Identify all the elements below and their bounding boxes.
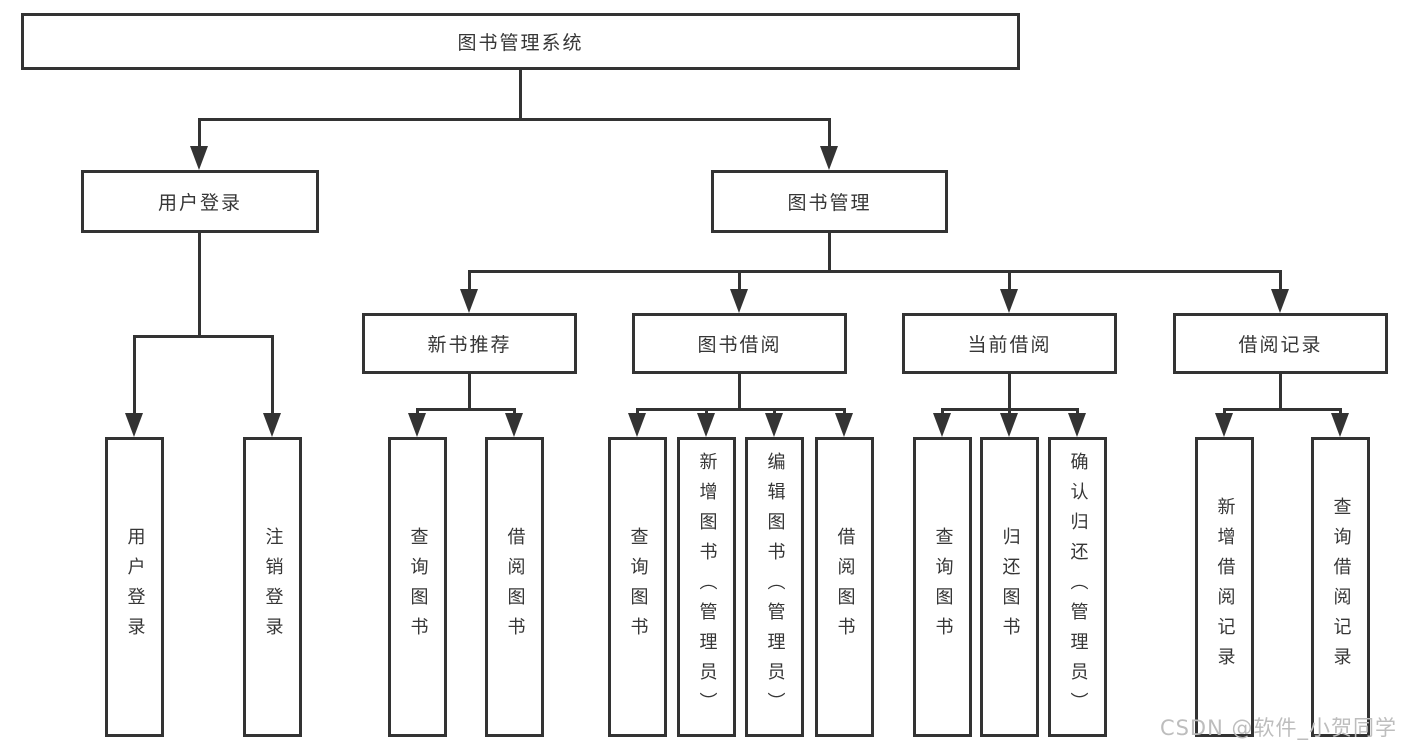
arrowhead-down-icon	[933, 413, 951, 437]
node-book-management: 图书管理	[711, 170, 948, 233]
connector-line	[828, 233, 831, 273]
connector-line	[738, 374, 741, 411]
connector-line	[198, 118, 201, 150]
leaf-query-books-recommend: 查询图书	[388, 437, 447, 737]
arrowhead-down-icon	[730, 289, 748, 313]
connector-line	[773, 408, 776, 416]
arrowhead-down-icon	[1331, 413, 1349, 437]
leaf-query-books-borrow: 查询图书	[608, 437, 667, 737]
leaf-edit-books-admin-label: 编辑图书（管理员）	[764, 452, 786, 722]
arrowhead-down-icon	[820, 146, 838, 170]
leaf-query-books-current: 查询图书	[913, 437, 972, 737]
connector-line	[828, 118, 831, 150]
leaf-query-books-current-label: 查询图书	[932, 527, 954, 647]
connector-line	[519, 70, 522, 121]
node-new-book-recommend: 新书推荐	[362, 313, 577, 374]
leaf-borrow-books: 借阅图书	[815, 437, 874, 737]
connector-line	[1279, 270, 1282, 292]
connector-line	[636, 408, 846, 411]
node-root-label: 图书管理系统	[457, 32, 584, 54]
leaf-query-books-borrow-label: 查询图书	[627, 527, 649, 647]
arrowhead-down-icon	[697, 413, 715, 437]
leaf-borrow-books-recommend-label: 借阅图书	[504, 527, 526, 647]
connector-line	[468, 270, 1282, 273]
connector-line	[198, 118, 831, 121]
leaf-query-borrow-record-label: 查询借阅记录	[1330, 497, 1352, 677]
leaf-return-books-label: 归还图书	[999, 527, 1021, 647]
leaf-return-books: 归还图书	[980, 437, 1039, 737]
leaf-borrow-books-label: 借阅图书	[834, 527, 856, 647]
arrowhead-down-icon	[190, 146, 208, 170]
node-root: 图书管理系统	[21, 13, 1020, 70]
arrowhead-down-icon	[1215, 413, 1233, 437]
leaf-add-books-admin: 新增图书（管理员）	[677, 437, 736, 737]
connector-line	[271, 335, 274, 417]
node-current-borrow-label: 当前借阅	[967, 334, 1052, 356]
connector-line	[133, 335, 136, 417]
node-user-login-label: 用户登录	[157, 192, 242, 214]
node-user-login: 用户登录	[81, 170, 319, 233]
watermark: CSDN @软件_小贺同学	[1159, 716, 1397, 740]
connector-line	[1223, 408, 1342, 411]
leaf-add-borrow-record: 新增借阅记录	[1195, 437, 1254, 737]
leaf-confirm-return-admin-label: 确认归还（管理员）	[1067, 452, 1089, 722]
connector-line	[738, 270, 741, 292]
node-new-book-recommend-label: 新书推荐	[427, 334, 512, 356]
connector-line	[513, 408, 516, 416]
connector-line	[133, 335, 274, 338]
connector-line	[1339, 408, 1342, 416]
connector-line	[198, 233, 201, 338]
leaf-add-borrow-record-label: 新增借阅记录	[1214, 497, 1236, 677]
connector-line	[416, 408, 419, 416]
node-current-borrow: 当前借阅	[902, 313, 1117, 374]
arrowhead-down-icon	[1068, 413, 1086, 437]
connector-line	[1279, 374, 1282, 411]
connector-line	[468, 374, 471, 411]
node-borrow-records: 借阅记录	[1173, 313, 1388, 374]
node-book-management-label: 图书管理	[787, 192, 872, 214]
leaf-confirm-return-admin: 确认归还（管理员）	[1048, 437, 1107, 737]
leaf-add-books-admin-label: 新增图书（管理员）	[696, 452, 718, 722]
arrowhead-down-icon	[1271, 289, 1289, 313]
leaf-query-borrow-record: 查询借阅记录	[1311, 437, 1370, 737]
node-book-borrow: 图书借阅	[632, 313, 847, 374]
arrowhead-down-icon	[125, 413, 143, 437]
connector-line	[843, 408, 846, 416]
connector-line	[941, 408, 944, 416]
arrowhead-down-icon	[835, 413, 853, 437]
arrowhead-down-icon	[1000, 289, 1018, 313]
node-borrow-records-label: 借阅记录	[1238, 334, 1323, 356]
arrowhead-down-icon	[408, 413, 426, 437]
connector-line	[468, 270, 471, 292]
leaf-query-books-recommend-label: 查询图书	[407, 527, 429, 647]
leaf-edit-books-admin: 编辑图书（管理员）	[745, 437, 804, 737]
leaf-logout: 注销登录	[243, 437, 302, 737]
connector-line	[1223, 408, 1226, 416]
arrowhead-down-icon	[765, 413, 783, 437]
arrowhead-down-icon	[1000, 413, 1018, 437]
connector-line	[416, 408, 516, 411]
connector-line	[705, 408, 708, 416]
arrowhead-down-icon	[628, 413, 646, 437]
node-book-borrow-label: 图书借阅	[697, 334, 782, 356]
arrowhead-down-icon	[460, 289, 478, 313]
connector-line	[1008, 408, 1011, 416]
leaf-user-login-label: 用户登录	[124, 527, 146, 647]
connector-line	[1076, 408, 1079, 416]
leaf-logout-label: 注销登录	[262, 527, 284, 647]
arrowhead-down-icon	[505, 413, 523, 437]
leaf-borrow-books-recommend: 借阅图书	[485, 437, 544, 737]
leaf-user-login: 用户登录	[105, 437, 164, 737]
connector-line	[1008, 270, 1011, 292]
connector-line	[1008, 374, 1011, 411]
connector-line	[636, 408, 639, 416]
arrowhead-down-icon	[263, 413, 281, 437]
